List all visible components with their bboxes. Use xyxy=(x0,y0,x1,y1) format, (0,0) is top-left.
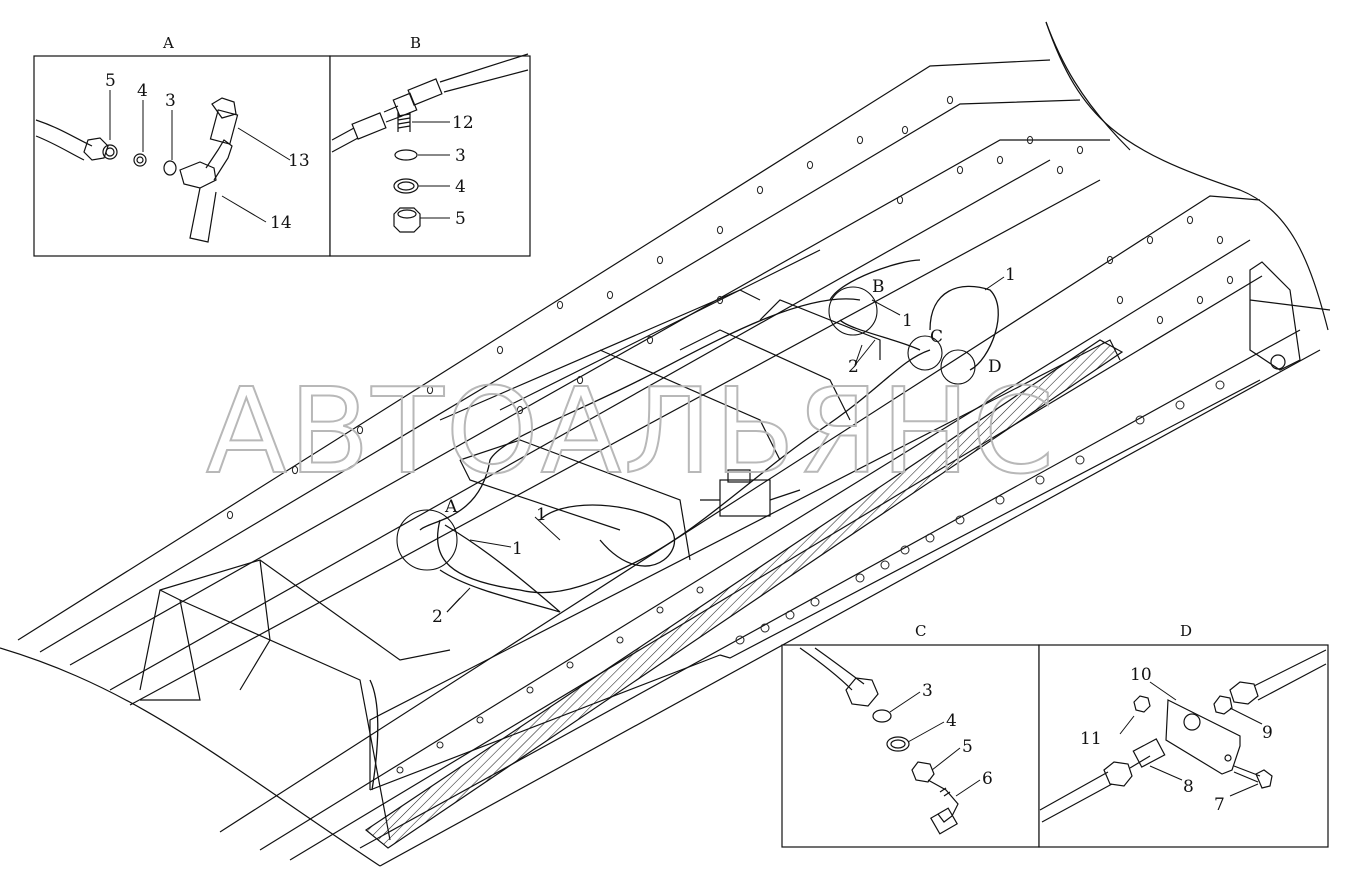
brake-lines xyxy=(369,259,999,791)
detail-circles xyxy=(396,286,976,571)
inset-D-label-8: 8 xyxy=(1183,777,1194,797)
inset-B-title: B xyxy=(410,34,421,52)
rivet-holes xyxy=(226,95,1234,520)
watermark-text: АВТОАЛЬЯНС xyxy=(206,362,1056,500)
inset-C-label-6: 6 xyxy=(982,769,993,789)
inset-D-label-10: 10 xyxy=(1130,665,1152,685)
rivet-holes-lower xyxy=(396,380,1225,774)
inset-C-label-4: 4 xyxy=(946,711,957,731)
inset-A-label-5: 5 xyxy=(105,71,116,91)
inset-D-label-7: 7 xyxy=(1214,795,1225,815)
main-callout-labels: A 1 1 2 B 1 1 C D 2 xyxy=(432,265,1016,627)
inset-D-label-11: 11 xyxy=(1080,729,1102,749)
inset-A-label-13: 13 xyxy=(288,151,310,171)
callout-1-top: 1 xyxy=(1005,265,1016,285)
callout-B: B xyxy=(872,277,885,297)
callout-1-left: 1 xyxy=(512,539,523,559)
inset-A-label-14: 14 xyxy=(270,213,292,233)
inset-A: A 5 4 3 13 14 xyxy=(33,34,331,257)
inset-C-label-3: 3 xyxy=(922,681,933,701)
leader-lines xyxy=(446,276,1005,613)
rail-section-hatch xyxy=(364,339,1124,849)
inset-C-title: C xyxy=(915,622,926,640)
callout-C: C xyxy=(930,327,943,347)
inset-C: C 3 4 5 6 xyxy=(781,622,1040,848)
inset-D-label-9: 9 xyxy=(1262,723,1273,743)
inset-B-label-3: 3 xyxy=(455,146,466,166)
inset-A-label-4: 4 xyxy=(137,81,148,101)
inset-A-label-3: 3 xyxy=(165,91,176,111)
callout-1-mid: 1 xyxy=(536,505,547,525)
inset-C-label-5: 5 xyxy=(962,737,973,757)
inset-B-label-4: 4 xyxy=(455,177,466,197)
callout-1-right: 1 xyxy=(902,311,913,331)
inset-B-label-5: 5 xyxy=(455,209,466,229)
inset-D-title: D xyxy=(1180,622,1192,640)
inset-A-title: A xyxy=(162,34,174,52)
callout-2-right: 2 xyxy=(848,357,859,377)
inset-B: B 12 3 4 5 xyxy=(329,34,531,257)
callout-A: A xyxy=(444,497,458,517)
inset-B-label-12: 12 xyxy=(452,113,474,133)
callout-2-left: 2 xyxy=(432,607,443,627)
callout-D: D xyxy=(988,357,1002,377)
inset-D: D 10 9 11 8 7 xyxy=(1038,622,1329,848)
